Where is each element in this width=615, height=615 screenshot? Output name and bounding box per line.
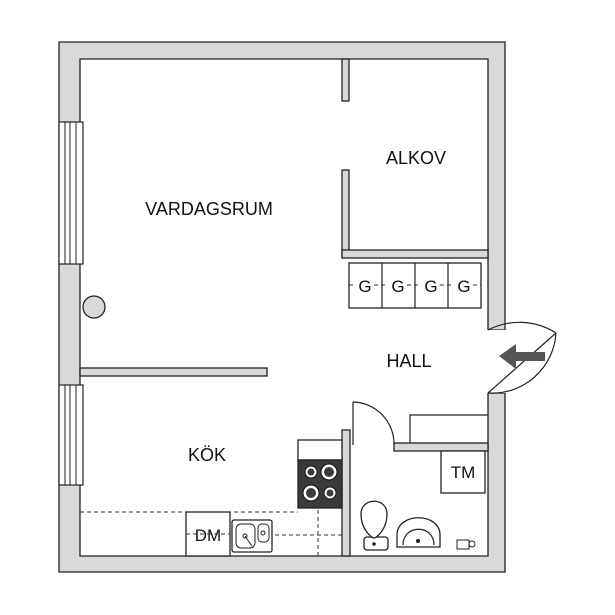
wardrobe-label-3: G — [424, 277, 437, 296]
wardrobe-label-2: G — [391, 277, 404, 296]
dishwasher: DM — [185, 511, 231, 557]
round-column-icon — [82, 295, 106, 319]
kitchen-cabinet — [297, 439, 343, 461]
entrance-arrow-icon — [499, 344, 545, 369]
wardrobe-label-4: G — [457, 277, 470, 296]
window-lower — [58, 384, 84, 486]
alcove-wall-upper — [341, 58, 350, 102]
tap-icon — [456, 539, 476, 550]
partition-living-kitchen — [79, 367, 268, 377]
bathroom-door — [352, 401, 395, 446]
cabinet-top — [297, 439, 343, 461]
wash-basin-icon — [396, 517, 441, 548]
dishwasher-label: DM — [195, 526, 221, 545]
stove — [297, 459, 343, 509]
interior-walls — [79, 58, 489, 557]
wardrobe-row: G G G G — [348, 262, 482, 309]
room-label-living: VARDAGSRUM — [145, 199, 273, 219]
washing-machine: TM — [440, 450, 486, 494]
wardrobe-label-1: G — [358, 277, 371, 296]
kitchen-sink-icon — [231, 519, 273, 553]
room-label-kitchen: KÖK — [188, 445, 226, 465]
toilet-icon — [360, 500, 389, 551]
hall-shelf — [409, 414, 488, 443]
entrance-door — [486, 321, 557, 394]
washing-machine-label: TM — [451, 463, 476, 482]
alcove-wall-lower — [341, 169, 350, 257]
room-label-hall: HALL — [386, 351, 431, 371]
bathroom-wall-left — [341, 429, 351, 557]
bathroom-wall-top — [393, 442, 489, 452]
alcove-wall-bottom — [341, 249, 489, 259]
room-label-alcove: ALKOV — [386, 148, 446, 168]
washing-machine-box — [440, 450, 486, 494]
window-upper — [58, 121, 84, 265]
